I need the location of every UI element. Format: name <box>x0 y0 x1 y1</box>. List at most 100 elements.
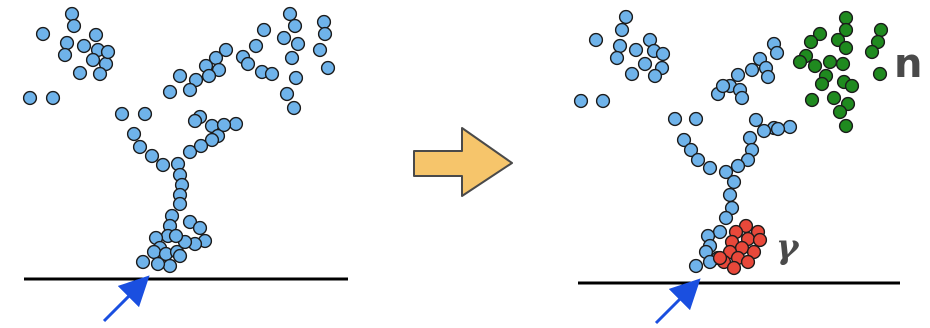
atom <box>85 52 101 68</box>
atom <box>573 93 589 109</box>
atom <box>150 256 166 272</box>
atom <box>172 248 188 264</box>
neutron-particle <box>804 92 820 108</box>
atom <box>286 100 302 116</box>
atom <box>618 9 634 25</box>
neutron-particle <box>792 54 808 70</box>
atom <box>182 144 198 160</box>
neutron-particle <box>873 22 889 38</box>
atom <box>45 90 61 106</box>
atom <box>676 132 692 148</box>
atom <box>126 126 142 142</box>
atom <box>155 157 171 173</box>
atom <box>718 164 734 180</box>
atom <box>22 90 38 106</box>
atom <box>624 66 640 82</box>
gamma-emission-cluster <box>712 218 768 276</box>
atom <box>228 116 244 132</box>
atom <box>655 46 671 62</box>
atom <box>688 258 704 274</box>
neutron-particle <box>807 58 823 74</box>
atom <box>218 42 234 58</box>
atom <box>730 67 746 83</box>
atom <box>144 148 160 164</box>
atom <box>187 113 203 129</box>
atom <box>216 117 232 133</box>
atom <box>718 210 734 226</box>
atom <box>264 66 280 82</box>
atom <box>756 123 772 139</box>
atom <box>201 68 217 84</box>
atom <box>137 106 153 122</box>
atom <box>284 50 300 66</box>
atom <box>288 70 304 86</box>
atom <box>287 18 303 34</box>
atom <box>182 82 198 98</box>
atom <box>612 38 628 54</box>
neutron-label: n <box>894 41 922 87</box>
atom <box>92 66 108 82</box>
atom <box>248 38 264 54</box>
atom <box>162 258 178 274</box>
atom <box>614 22 630 38</box>
atom <box>88 27 104 43</box>
atom <box>282 6 298 22</box>
neutron-particle <box>838 40 854 56</box>
atom <box>279 86 295 102</box>
atom <box>162 84 178 100</box>
atom <box>628 42 644 58</box>
atom <box>193 138 209 154</box>
atom <box>715 78 731 94</box>
gamma-particle <box>740 254 756 270</box>
atom <box>734 90 750 106</box>
atom-cluster-before <box>22 6 336 274</box>
neutron-particle <box>838 10 854 26</box>
neutron-particle <box>835 56 851 72</box>
gamma-particle <box>752 232 768 248</box>
neutron-particle <box>838 22 854 38</box>
atom <box>683 142 699 158</box>
atom <box>688 111 704 127</box>
atom <box>135 254 151 270</box>
atom <box>35 26 51 42</box>
atom <box>742 130 758 146</box>
neutron-particle <box>803 34 819 50</box>
neutron-particle <box>864 44 880 60</box>
atom <box>276 30 292 46</box>
atom <box>637 56 653 72</box>
atom <box>64 6 80 22</box>
atom <box>782 119 798 135</box>
atom <box>770 121 786 137</box>
atom <box>712 224 728 240</box>
transition-arrow-icon <box>413 127 513 197</box>
neutron-emission-cluster <box>792 10 889 134</box>
neutron-particle <box>872 66 888 82</box>
neutron-particle <box>814 76 830 92</box>
atom <box>192 220 208 236</box>
atom <box>146 244 162 260</box>
neutron-particle <box>832 104 848 120</box>
gamma-particle <box>712 250 728 266</box>
atom <box>609 50 625 66</box>
atom <box>726 174 742 190</box>
atom <box>320 60 336 76</box>
atom <box>647 68 663 84</box>
atom <box>667 111 683 127</box>
pointer-arrow-before-icon <box>102 275 150 323</box>
neutron-particle <box>822 54 838 70</box>
atom <box>744 62 760 78</box>
atom <box>59 35 75 51</box>
neutron-particle <box>844 78 860 94</box>
neutron-particle <box>838 118 854 134</box>
atom <box>66 18 82 34</box>
atom <box>722 187 738 203</box>
atom <box>57 47 73 63</box>
atom <box>588 32 604 48</box>
atom <box>72 65 88 81</box>
atom <box>769 45 785 61</box>
atom <box>76 38 92 54</box>
atom <box>290 36 306 52</box>
atom <box>730 158 746 174</box>
gamma-label: γ <box>776 227 800 267</box>
